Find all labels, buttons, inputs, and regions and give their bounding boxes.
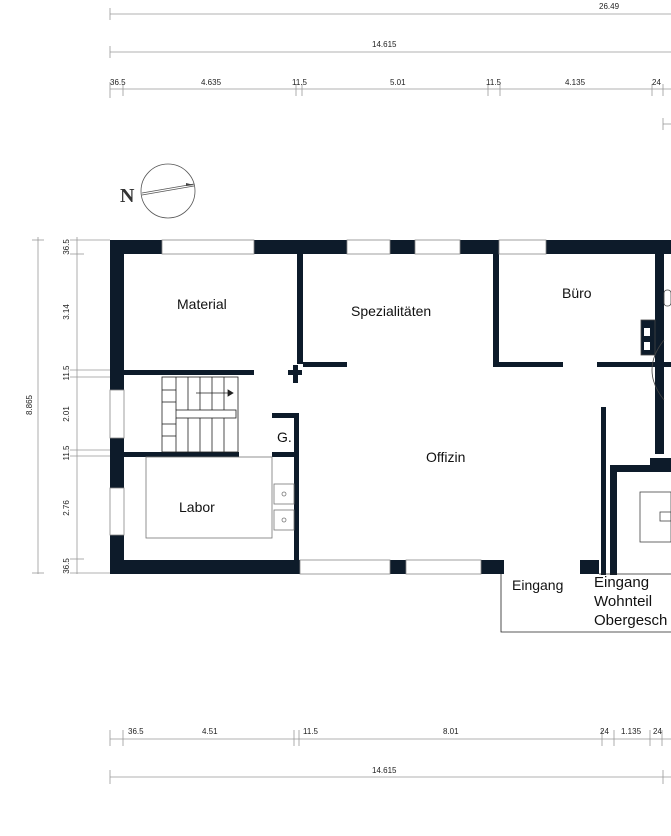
dim-top-seg-7: 24 <box>652 78 661 87</box>
north-arrow-icon <box>140 163 196 219</box>
dim-top-seg-2: 4.635 <box>201 78 222 87</box>
labor-fixtures <box>145 456 295 539</box>
room-label-eingang: Eingang <box>512 577 563 593</box>
dim-left-seg-1: 36.5 <box>62 239 71 255</box>
dim-top-seg-4: 5.01 <box>390 78 406 87</box>
dim-left-seg-3: 11.5 <box>62 365 71 381</box>
room-label-buero: Büro <box>562 285 592 301</box>
dim-left-seg-7: 36.5 <box>62 558 71 574</box>
dim-left-seg-2: 3.14 <box>62 304 71 320</box>
dim-left-seg-6: 2.76 <box>62 500 71 516</box>
dim-top-seg-3: 11.5 <box>292 78 308 87</box>
staircase <box>161 376 239 453</box>
right-fixtures <box>639 289 671 543</box>
dim-building-bottom: 14.615 <box>372 766 397 775</box>
dim-top-seg-5: 11.5 <box>486 78 502 87</box>
dim-left-seg-5: 11.5 <box>62 445 71 461</box>
bottom-dimension-lines <box>109 730 671 784</box>
dim-bottom-seg-6: 1.135 <box>621 727 642 736</box>
room-label-labor: Labor <box>179 499 215 515</box>
north-label: N <box>120 185 135 207</box>
dim-bottom-seg-4: 8.01 <box>443 727 459 736</box>
walls <box>110 240 671 575</box>
entrance-outline <box>500 573 671 633</box>
room-label-garderobe: G. <box>277 429 292 445</box>
dim-top-seg-1: 36.5 <box>110 78 126 87</box>
room-label-spezialitaeten: Spezialitäten <box>351 303 431 319</box>
room-label-eingang-wohnteil-1: Eingang <box>594 574 649 591</box>
dim-bottom-seg-1: 36.5 <box>128 727 144 736</box>
left-dimension-lines <box>32 237 120 574</box>
room-label-offizin: Offizin <box>426 449 465 465</box>
dim-bottom-seg-2: 4.51 <box>202 727 218 736</box>
dim-bottom-seg-5: 24 <box>600 727 609 736</box>
room-label-material: Material <box>177 296 227 312</box>
room-label-eingang-wohnteil-3: Obergesch <box>594 612 667 629</box>
dim-building-top: 14.615 <box>372 40 397 49</box>
room-label-eingang-wohnteil-2: Wohnteil <box>594 593 652 610</box>
dim-left-seg-4: 2.01 <box>62 406 71 422</box>
dim-overall-top: 26.49 <box>599 2 620 11</box>
windows <box>109 239 547 575</box>
dim-bottom-seg-3: 11.5 <box>303 727 319 736</box>
top-dimension-lines <box>109 8 671 130</box>
dim-overall-left: 8.865 <box>25 394 34 415</box>
dim-bottom-seg-7: 24 <box>653 727 662 736</box>
dim-top-seg-6: 4.135 <box>565 78 586 87</box>
